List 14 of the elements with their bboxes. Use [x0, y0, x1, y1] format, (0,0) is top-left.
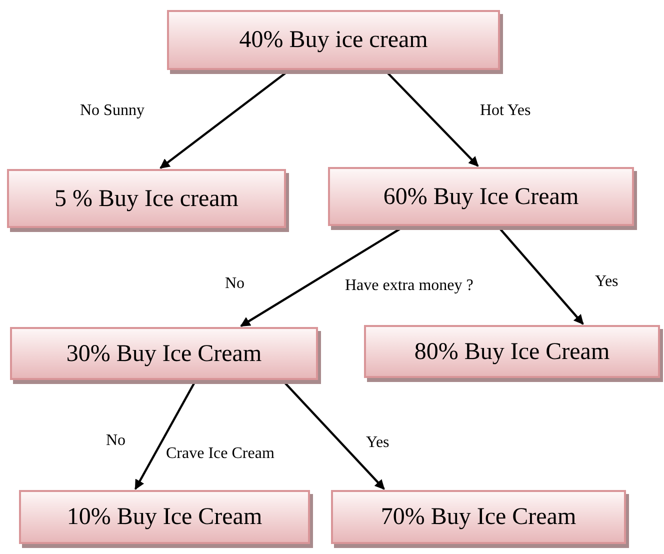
arrow	[498, 227, 584, 325]
edge-label: No	[225, 274, 245, 294]
edge-label: No	[106, 431, 126, 451]
arrow	[134, 381, 196, 490]
arrow	[283, 381, 385, 490]
question-label: Have extra money ?	[345, 276, 474, 296]
edge-label: Yes	[366, 433, 390, 453]
arrow	[386, 71, 479, 167]
arrow	[160, 71, 288, 169]
edge-label: Yes	[595, 272, 618, 292]
question-label: Crave Ice Cream	[166, 444, 274, 464]
edge-label: Hot Yes	[480, 101, 531, 121]
arrow	[240, 227, 402, 327]
edge-label: No Sunny	[80, 101, 144, 121]
